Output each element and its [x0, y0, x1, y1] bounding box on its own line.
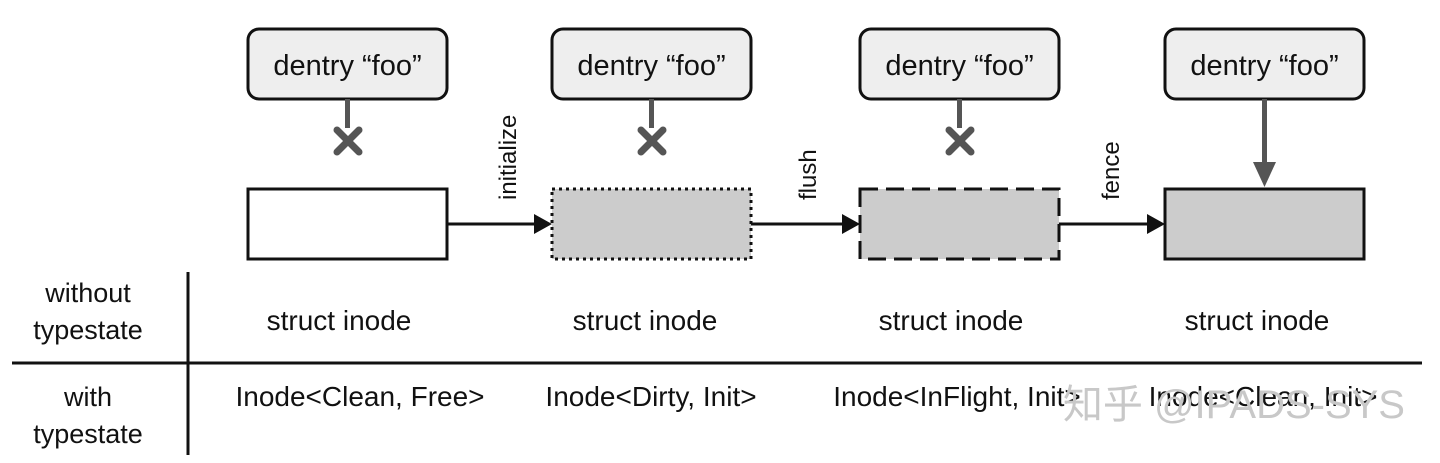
state-column-1: dentry “foo” [246, 27, 449, 261]
type-cell: Inode<InFlight, Init> [833, 381, 1081, 412]
arrowhead-icon [534, 214, 552, 234]
broken-link-icon [333, 126, 363, 156]
inode-state-box-dirty-init [550, 187, 753, 261]
dentry-label: dentry “foo” [273, 50, 421, 82]
arrowhead-icon [1253, 162, 1276, 187]
row-label-line-2: typestate [33, 315, 143, 345]
dentry-label: dentry “foo” [577, 50, 725, 82]
type-cell: struct inode [1185, 305, 1330, 336]
type-cell: Inode<Dirty, Init> [545, 381, 756, 412]
broken-link-icon [637, 126, 667, 156]
inode-state-box-inflight-init [858, 187, 1061, 261]
inode-state-box-clean-free [246, 187, 449, 261]
watermark: 知乎 @IPADS-SYS [1063, 383, 1405, 427]
transition-label: flush [795, 149, 822, 200]
type-cell: struct inode [267, 305, 412, 336]
row-label-line-2: typestate [33, 419, 143, 449]
state-column-4: dentry “foo” [1163, 27, 1366, 261]
dentry-label: dentry “foo” [885, 50, 1033, 82]
transition-fence: fence [1059, 141, 1165, 234]
type-cell: Inode<Clean, Free> [235, 381, 484, 412]
type-cell: Inode<Clean, Init> [1149, 381, 1378, 412]
row-label-line-1: with [63, 382, 112, 412]
transition-flush: flush [751, 149, 860, 234]
arrowhead-icon [1147, 214, 1165, 234]
type-cell: struct inode [573, 305, 718, 336]
table-row-with-typestate: with typestate Inode<Clean, Free> Inode<… [33, 381, 1377, 449]
transition-label: initialize [495, 115, 522, 200]
state-column-2: dentry “foo” [550, 27, 753, 261]
broken-link-icon [945, 126, 975, 156]
state-column-3: dentry “foo” [858, 27, 1061, 261]
arrowhead-icon [842, 214, 860, 234]
transition-label: fence [1098, 141, 1125, 200]
table-row-without-typestate: without typestate struct inode struct in… [33, 278, 1329, 345]
dentry-label: dentry “foo” [1190, 50, 1338, 82]
transition-initialize: initialize [447, 115, 552, 234]
row-label-line-1: without [44, 278, 131, 308]
type-cell: struct inode [879, 305, 1024, 336]
inode-state-box-clean-init [1163, 187, 1366, 261]
